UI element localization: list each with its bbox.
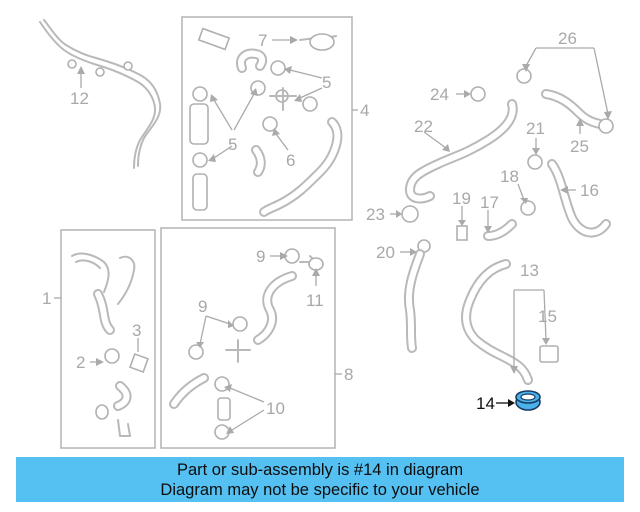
callout-17: 17 [480,193,499,212]
callout-18: 18 [500,167,519,186]
pipe-part-12 [39,19,162,169]
right-side-parts [401,68,614,385]
callout-15: 15 [538,307,557,326]
callout-9a: 9 [256,247,265,266]
callout-21: 21 [526,119,545,138]
subassembly-box-8 [160,227,336,449]
callout-4: 4 [360,101,369,120]
parts-diagram: 12 7 5 5 6 4 [39,16,614,449]
callout-8: 8 [344,365,353,384]
callout-23: 23 [366,205,385,224]
callout-6: 6 [286,151,295,170]
callout-14: 14 [476,394,495,413]
callout-16: 16 [580,181,599,200]
callout-11: 11 [306,291,324,310]
box4-parts [189,27,343,217]
callout-2: 2 [76,353,85,372]
callout-7: 7 [258,31,267,50]
banner-line-1: Part or sub-assembly is #14 in diagram [176,461,464,479]
callout-1: 1 [42,289,51,308]
highlighted-part-14[interactable] [515,390,541,411]
callout-5a: 5 [228,135,237,154]
callout-26: 26 [558,29,577,48]
subassembly-box-1 [60,229,156,449]
callout-22: 22 [414,117,433,136]
callout-9b: 9 [198,297,207,316]
box8-parts [169,248,324,440]
callout-20: 20 [376,243,395,262]
callout-10: 10 [266,399,285,418]
banner-line-2: Diagram may not be specific to your vehi… [160,481,480,499]
callout-13: 13 [520,261,539,280]
info-banner: Part or sub-assembly is #14 in diagram D… [16,457,624,502]
callout-24: 24 [430,85,449,104]
callout-5b: 5 [322,73,331,92]
callout-25: 25 [570,137,589,156]
subassembly-box-4 [181,16,353,221]
callout-3: 3 [132,321,141,340]
callout-12: 12 [70,89,89,108]
callout-19: 19 [452,189,471,208]
box1-parts [71,252,149,437]
